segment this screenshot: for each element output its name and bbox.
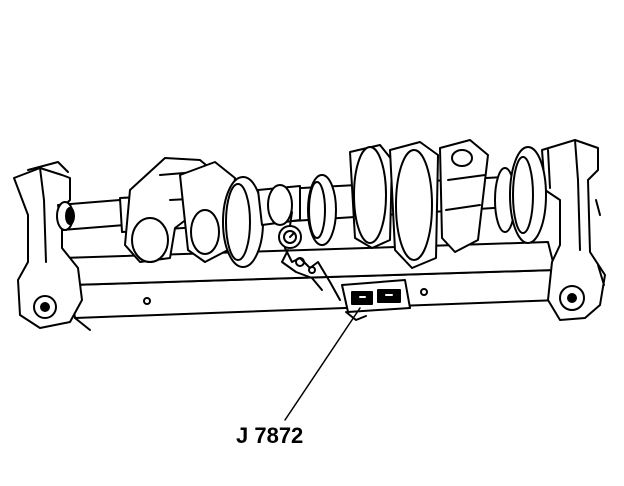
left-v-block (13, 161, 83, 329)
dial-indicator (278, 211, 341, 301)
callout-leader (284, 307, 361, 421)
crankshaft (56, 139, 547, 269)
rail-hole (143, 297, 151, 305)
tool-callout-label: J 7872 (236, 423, 304, 448)
rail-hole (420, 288, 428, 296)
magnetic-base (341, 279, 411, 321)
right-v-block (541, 139, 606, 321)
